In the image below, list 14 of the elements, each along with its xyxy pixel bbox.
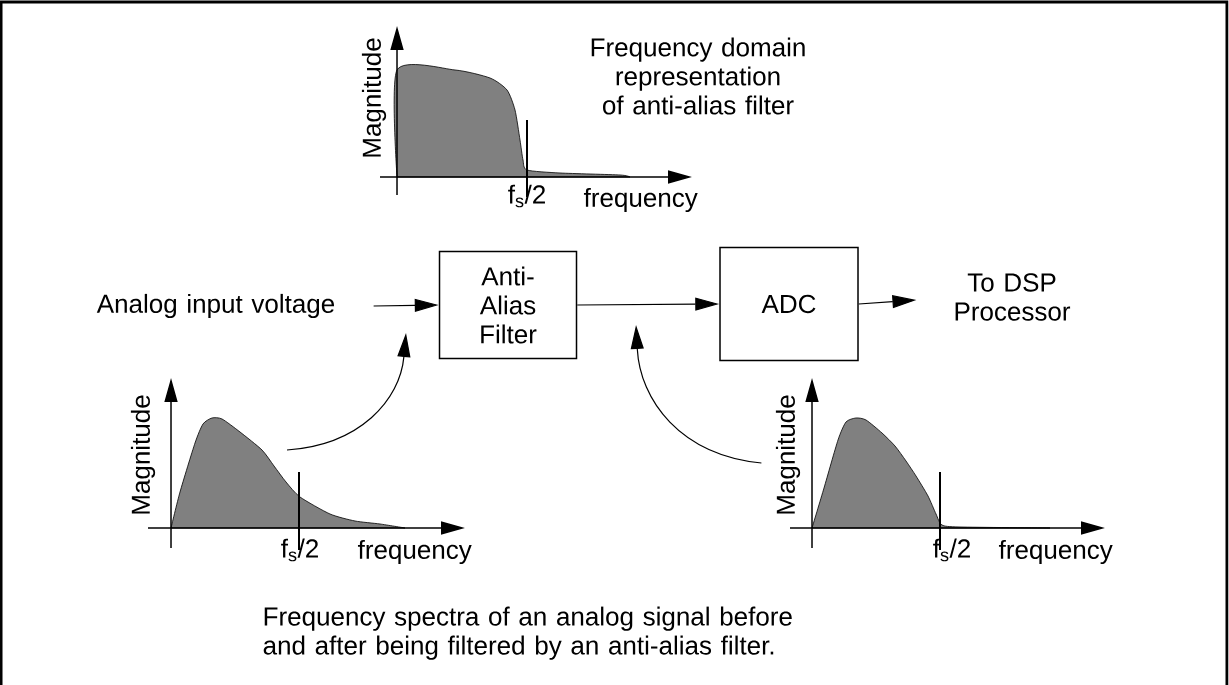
signal-label: To DSP Processor	[955, 273, 1071, 321]
axis-label: Magnitude	[130, 395, 156, 514]
signal-label: Analog input voltage	[96, 293, 335, 319]
axis-label: Magnitude	[775, 395, 801, 514]
tick-label: f$_{s}$/2	[281, 538, 318, 562]
axis-label: frequency	[357, 539, 472, 565]
caption: Frequency spectra of an analog signal before and after being filtered by an anti-alias filter.	[263, 606, 792, 660]
axis-label: frequency	[583, 187, 698, 213]
process-box: ADC	[719, 246, 859, 362]
axis-label: frequency	[998, 539, 1113, 565]
tick-label: f$_{s}$/2	[508, 184, 545, 208]
axis-label: Magnitude	[361, 38, 387, 157]
plot-title: Frequency domain representation of anti-alias filter	[591, 37, 805, 115]
process-box: Anti-Alias Filter	[438, 250, 578, 360]
